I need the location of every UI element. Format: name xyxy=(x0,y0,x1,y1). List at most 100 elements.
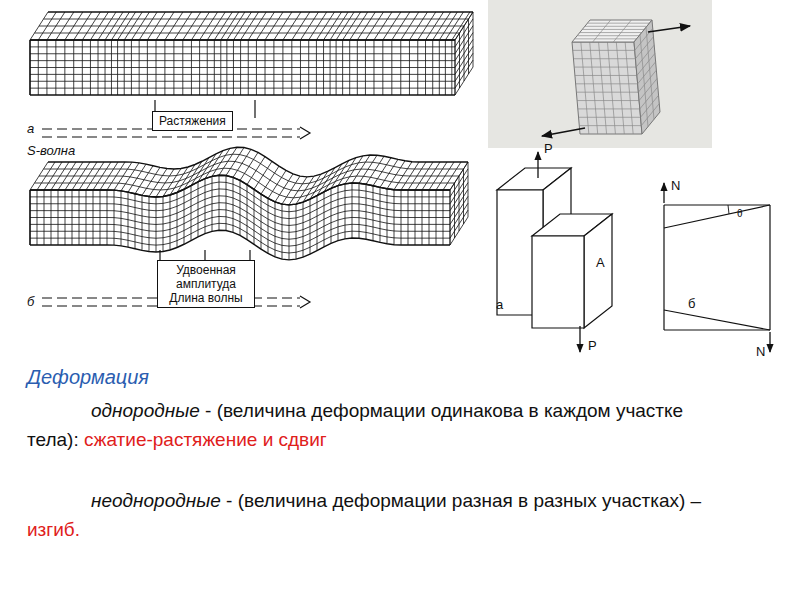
label-text: P xyxy=(544,141,553,156)
wave-bar-grid xyxy=(366,156,384,184)
label-text: θ xyxy=(737,208,743,219)
tension-bar-grid xyxy=(30,74,455,75)
definition: - (величина деформации разная в разных у… xyxy=(226,490,701,511)
wave-bar-grid xyxy=(30,196,450,226)
cube-grid xyxy=(573,50,635,51)
tension-bar-grid xyxy=(383,12,401,40)
tension-bar-grid xyxy=(174,12,192,40)
tension-bar-grid xyxy=(357,12,375,40)
block-label: A xyxy=(596,255,605,270)
wave-bar-grid xyxy=(226,148,244,176)
tension-bar-grid xyxy=(455,67,473,95)
cube-grid xyxy=(575,38,637,39)
cube-grid xyxy=(625,42,633,134)
cube-grid xyxy=(640,87,658,109)
shear-outline xyxy=(769,205,770,330)
tension-bar-grid xyxy=(248,12,266,40)
angle-mark xyxy=(728,205,729,214)
cube-grid xyxy=(613,20,631,42)
cube-grid xyxy=(636,45,654,67)
tension-bar-grid xyxy=(65,12,83,40)
photo-panel xyxy=(488,0,712,148)
tension-bar-grid xyxy=(455,46,473,74)
cube-grid xyxy=(577,100,639,101)
wave-bar-top xyxy=(30,147,468,205)
tension-bar-grid xyxy=(207,12,225,40)
wave-bar-grid xyxy=(450,217,468,245)
wave-bar-grid xyxy=(107,162,125,190)
tension-bar-grid xyxy=(30,94,455,95)
tension-bar-grid xyxy=(30,81,455,82)
shear-outline xyxy=(664,329,770,330)
wave-bar-grid xyxy=(394,162,412,190)
caption-box: Удвоенная амплитудаДлина волны xyxy=(157,260,255,308)
paragraph: неоднородные- (величина деформации разна… xyxy=(27,486,727,544)
wave-bar-grid xyxy=(373,158,391,186)
shear-outline xyxy=(664,204,770,205)
tension-bar-grid xyxy=(374,12,392,40)
cube-face xyxy=(572,42,642,134)
cube-grid xyxy=(599,42,607,134)
cube-grid xyxy=(577,35,639,36)
wave-bar-grid xyxy=(450,169,468,197)
tension-bar-grid xyxy=(90,12,108,40)
wave-bar-grid xyxy=(149,169,167,197)
wave-bar-grid xyxy=(296,176,314,204)
wave-bar-grid xyxy=(387,161,405,189)
wave-bar-grid xyxy=(450,176,468,204)
wave-bar-grid xyxy=(352,155,370,183)
title-text: Деформация xyxy=(27,366,149,388)
shear-outline xyxy=(664,310,770,330)
wave-bar-grid xyxy=(422,162,440,190)
tension-bar-grid xyxy=(274,12,292,40)
label-text: S-волна xyxy=(27,143,75,158)
tension-bar-grid xyxy=(455,12,473,40)
wave-bar-grid xyxy=(114,162,132,190)
wave-bar-grid xyxy=(205,151,223,179)
tension-bar-grid xyxy=(316,12,334,40)
tension-bar-grid xyxy=(265,12,283,40)
examples: сжатие-растяжение и сдвиг xyxy=(84,429,327,450)
tension-bar-grid xyxy=(200,12,218,40)
wave-bar-grid xyxy=(429,162,447,190)
wave-bar-grid xyxy=(79,162,97,190)
wave-bar-grid xyxy=(282,176,300,204)
dashed-line xyxy=(42,136,300,137)
wave-bar-grid xyxy=(30,223,450,253)
label-text: A xyxy=(596,255,605,270)
tension-bar-grid xyxy=(38,12,56,40)
label-box: Растяжения xyxy=(152,111,233,131)
label-text: а xyxy=(496,297,503,312)
row-letter: а xyxy=(27,121,34,136)
tension-bar-grid xyxy=(183,12,201,40)
tension-bar-grid xyxy=(47,12,65,40)
force-arrow xyxy=(537,152,538,178)
wave-bar-grid xyxy=(65,162,83,190)
cube-grid xyxy=(585,26,647,27)
term: неоднородные xyxy=(91,490,221,511)
force-arrow xyxy=(648,26,690,32)
tension-bar-grid xyxy=(30,12,48,40)
tension-bar-grid xyxy=(30,53,455,54)
wave-bar-grid xyxy=(170,167,188,195)
term: однородные xyxy=(91,400,200,421)
figure-letter: а xyxy=(496,297,503,312)
force-label: N xyxy=(671,178,680,193)
wave-bar-grid xyxy=(121,163,139,191)
wave-bar-grid xyxy=(30,216,450,246)
cube-grid xyxy=(637,53,655,75)
tension-bar-grid xyxy=(30,39,455,40)
tension-bar-grid xyxy=(98,12,116,40)
dashed-end xyxy=(300,127,310,139)
tension-bar-grid xyxy=(455,26,473,54)
wave-bar-grid xyxy=(436,162,454,190)
label-text: P xyxy=(588,338,597,353)
title: Деформация xyxy=(27,366,149,389)
wave-bar-grid xyxy=(268,170,286,198)
cube-grid xyxy=(616,42,624,134)
wave-bar-grid xyxy=(380,159,398,187)
wave-bar-grid xyxy=(233,149,251,177)
cube-grid xyxy=(574,67,636,68)
tension-bar-grid xyxy=(309,12,327,40)
tension-bar-grid xyxy=(350,12,368,40)
